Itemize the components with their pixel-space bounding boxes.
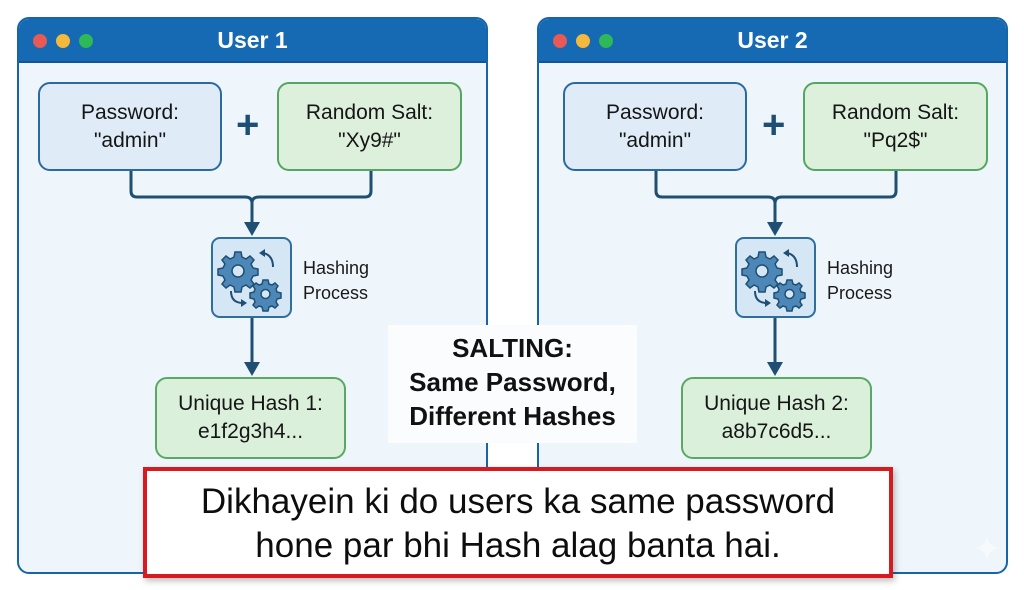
instruction-banner: Dikhayein ki do users ka same password h…	[143, 467, 893, 578]
hash-label: Unique Hash 1:	[178, 392, 323, 415]
user2-titlebar: User 2	[539, 19, 1006, 63]
banner-line: hone par bhi Hash alag banta hai.	[255, 526, 781, 565]
gears-cycle-icon	[217, 249, 282, 312]
password-label: Password:	[605, 100, 705, 124]
gears-cycle-icon	[741, 249, 806, 312]
caption-title: SALTING:	[452, 333, 573, 363]
minimize-dot-icon[interactable]	[576, 34, 590, 48]
user1-password-box: Password: "admin"	[38, 82, 222, 171]
user1-title: User 1	[217, 27, 288, 53]
hashing-process-label: Hashing Process	[303, 258, 370, 303]
plus-icon: +	[236, 103, 260, 147]
salt-value: "Pq2$"	[863, 128, 928, 152]
caption-line: Different Hashes	[409, 401, 616, 431]
plus-icon: +	[762, 103, 786, 147]
window-controls	[33, 34, 93, 48]
banner-line: Dikhayein ki do users ka same password	[200, 482, 836, 521]
sparkle-watermark-icon	[974, 535, 1000, 561]
salt-value: "Xy9#"	[338, 128, 401, 152]
user1-salt-box: Random Salt: "Xy9#"	[277, 82, 462, 171]
user2-title: User 2	[737, 27, 808, 53]
salt-label: Random Salt:	[305, 100, 434, 124]
salt-label: Random Salt:	[831, 100, 960, 124]
hash-value: a8b7c6d5...	[721, 420, 832, 443]
window-controls	[553, 34, 613, 48]
user2-password-box: Password: "admin"	[563, 82, 747, 171]
close-dot-icon[interactable]	[553, 34, 567, 48]
user2-hash-box: Unique Hash 2: a8b7c6d5...	[681, 377, 872, 459]
hashing-process-label: Hashing Process	[827, 258, 894, 303]
maximize-dot-icon[interactable]	[79, 34, 93, 48]
user1-titlebar: User 1	[19, 19, 486, 63]
user2-hashing-process-box	[735, 237, 816, 318]
hash-label: Unique Hash 2:	[704, 392, 849, 415]
password-value: "admin"	[618, 128, 692, 152]
user1-hashing-process-box	[211, 237, 292, 318]
maximize-dot-icon[interactable]	[599, 34, 613, 48]
password-label: Password:	[80, 100, 180, 124]
minimize-dot-icon[interactable]	[56, 34, 70, 48]
caption-line: Same Password,	[409, 367, 616, 397]
password-value: "admin"	[93, 128, 167, 152]
user2-salt-box: Random Salt: "Pq2$"	[803, 82, 988, 171]
hash-value: e1f2g3h4...	[197, 420, 304, 443]
close-dot-icon[interactable]	[33, 34, 47, 48]
salting-caption: SALTING: Same Password, Different Hashes	[388, 325, 637, 443]
user1-hash-box: Unique Hash 1: e1f2g3h4...	[155, 377, 346, 459]
